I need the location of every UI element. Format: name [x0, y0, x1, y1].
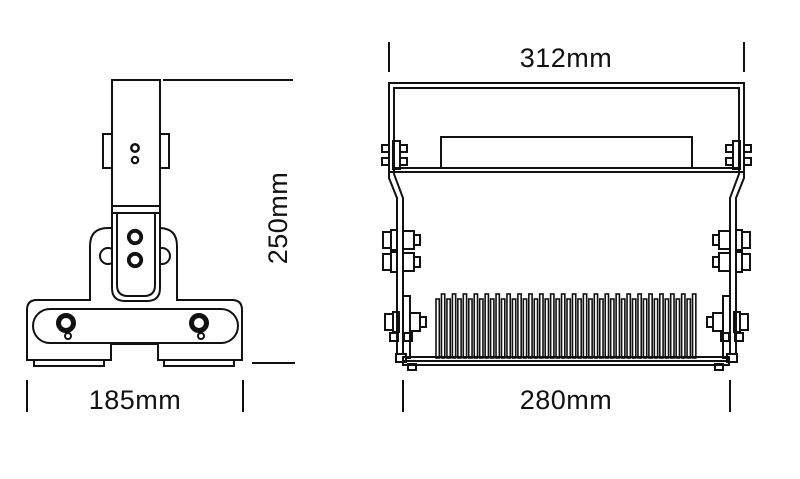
heatsink-fin — [571, 293, 577, 359]
dim-label-front-width: 312mm — [520, 43, 613, 73]
heatsink-fin — [680, 293, 686, 359]
heatsink-fin — [631, 298, 637, 359]
heatsink-fin — [473, 293, 479, 359]
heatsink-fin — [446, 298, 452, 359]
foot-pad-left — [33, 359, 105, 367]
heatsink-fin — [664, 298, 670, 359]
heatsink-fin — [648, 293, 653, 359]
clamp-left — [381, 140, 408, 170]
foot-pad-right — [163, 359, 235, 367]
heatsink-fin — [517, 293, 522, 359]
dim-height: 250mm — [163, 79, 295, 364]
heatsink-fin — [637, 293, 643, 359]
heatsink-fin — [598, 298, 604, 359]
side-plate-left — [402, 295, 411, 359]
heatsink-fins — [435, 293, 697, 359]
heatsink-fin — [467, 298, 473, 359]
bolt-left-lower — [384, 311, 427, 342]
heatsink-fin — [457, 298, 462, 359]
heatsink-fin — [478, 298, 484, 359]
bolt-right-upper — [712, 229, 751, 251]
base-hole-right — [197, 332, 205, 340]
body-screw-lower — [130, 155, 140, 165]
yoke-arm-right-outer — [735, 172, 745, 362]
heatsink-fin — [484, 293, 490, 359]
heatsink-fin — [620, 298, 626, 359]
heatsink-fin — [560, 293, 566, 359]
bolt-left-upper — [382, 229, 421, 251]
heatsink-fin — [604, 293, 610, 359]
pivot-bolt-upper — [126, 228, 144, 246]
lamp-body-column — [111, 79, 161, 302]
heatsink-fin — [577, 298, 583, 359]
heatsink-fin — [669, 293, 675, 359]
heatsink-fin — [500, 298, 506, 359]
dim-front-width: 312mm — [388, 42, 745, 73]
clamp-right — [725, 140, 752, 170]
heatsink-fin — [582, 293, 588, 359]
housing-inner — [393, 87, 740, 169]
front-view — [381, 82, 752, 371]
heatsink-fin — [593, 293, 599, 359]
heatsink-fin — [549, 293, 555, 359]
heatsink-fin — [489, 298, 495, 359]
dim-bracket-width: 185mm — [26, 380, 244, 415]
column-inner-contour — [116, 214, 156, 297]
dimension-annotations: 312mm 250mm 185mm 280mm — [26, 42, 745, 415]
dim-label-height: 250mm — [263, 172, 293, 265]
side-plate-right — [722, 295, 731, 359]
heatsink-fin — [642, 298, 648, 359]
heatsink-fin — [566, 298, 572, 359]
body-screw-upper — [130, 143, 140, 153]
heatsink-fin — [462, 293, 468, 359]
heatsink-fin — [626, 293, 632, 359]
base-bolt-right — [189, 313, 209, 333]
reflector-panel — [440, 136, 693, 169]
heatsink-fin — [675, 298, 681, 359]
base-hole-left — [64, 332, 72, 340]
tray-foot-right — [714, 363, 724, 371]
heatsink-fin — [451, 293, 457, 359]
heatsink-fin — [440, 293, 446, 359]
dim-label-bracket-width: 185mm — [89, 385, 182, 415]
heatsink-fin — [527, 293, 533, 359]
heatsink-fin — [615, 293, 621, 359]
housing-outer — [388, 82, 745, 173]
tray-foot-left — [407, 363, 417, 371]
side-view — [26, 79, 243, 367]
heatsink-fin — [435, 298, 441, 359]
heatsink-fin — [544, 298, 550, 359]
heatsink-fin — [555, 298, 561, 359]
bolt-left-middle — [382, 251, 421, 273]
dim-label-body-width: 280mm — [520, 385, 613, 415]
body-tab-right — [159, 133, 170, 169]
bolt-right-lower — [706, 311, 749, 342]
heatsink-fin — [691, 293, 697, 359]
heatsink-fin — [495, 293, 501, 359]
heatsink-fin — [653, 298, 659, 359]
bolt-right-middle — [712, 251, 751, 273]
yoke-arm-left-outer — [388, 172, 398, 362]
heatsink-fin — [686, 298, 692, 359]
dim-body-width: 280mm — [402, 380, 731, 415]
yoke-arm-right-inner — [729, 168, 740, 296]
yoke-arm-left-inner — [393, 168, 404, 296]
heatsink-fin — [506, 293, 512, 359]
heatsink-fin — [588, 298, 593, 359]
heatsink-fin — [609, 298, 615, 359]
heatsink-fin — [522, 298, 528, 359]
body-tab-left — [102, 133, 113, 169]
heatsink-fin — [538, 293, 544, 359]
heatsink-fin — [658, 293, 664, 359]
pivot-bolt-lower — [126, 251, 144, 269]
heatsink-fin — [533, 298, 539, 359]
base-slot — [32, 308, 239, 344]
heatsink-fin — [511, 298, 517, 359]
base-bolt-left — [56, 313, 76, 333]
